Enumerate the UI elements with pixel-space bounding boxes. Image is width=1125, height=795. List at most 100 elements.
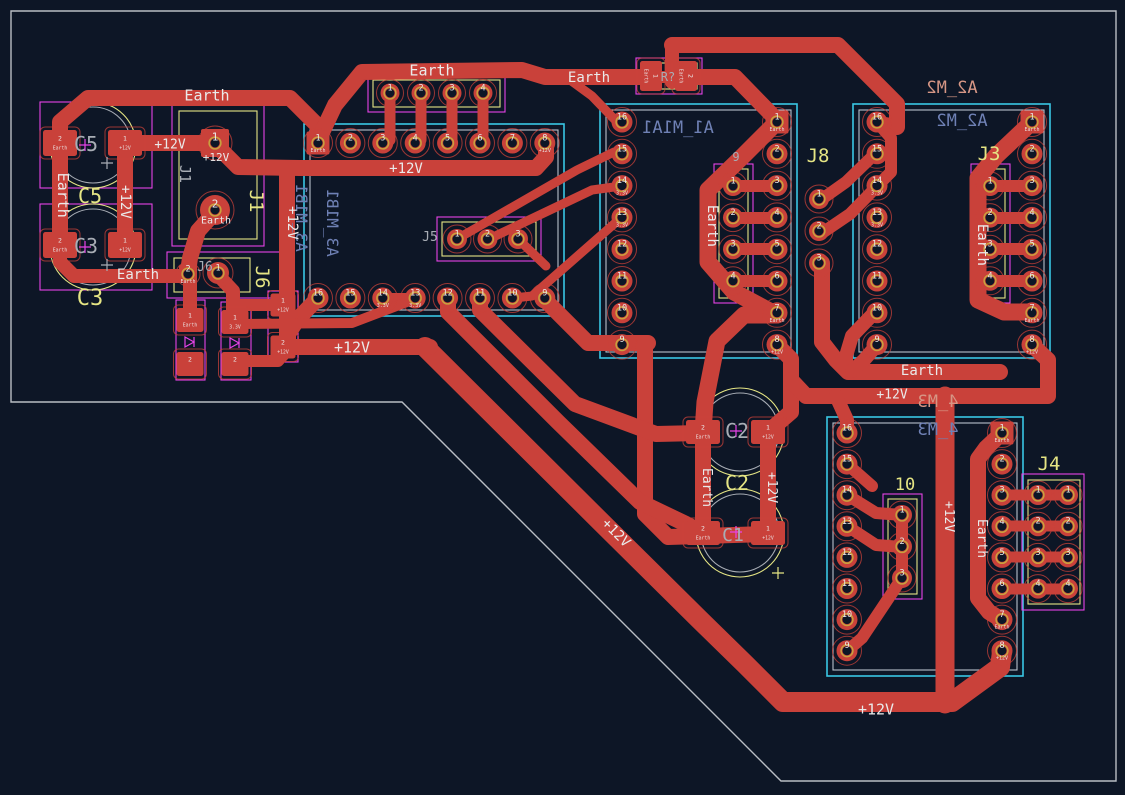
net-label[interactable]: +12V: [941, 501, 956, 532]
net-label[interactable]: Earth: [901, 363, 943, 379]
smd-pad[interactable]: [686, 521, 720, 545]
smd-pad[interactable]: [675, 61, 697, 91]
module-name-mirrored[interactable]: A2_M2: [926, 78, 977, 98]
pad-number: 2: [188, 356, 192, 364]
pad-drill-hole: [1033, 584, 1043, 594]
pad-plating-ring: [615, 115, 629, 129]
module-name-mirrored[interactable]: A1_M1A1: [642, 118, 714, 138]
net-label[interactable]: Earth: [184, 86, 229, 104]
component-ref-label[interactable]: C2: [725, 419, 749, 443]
pad-clearance: [376, 79, 404, 107]
net-label[interactable]: +12V: [764, 472, 779, 503]
pad-plating-ring: [870, 147, 884, 161]
smd-pad[interactable]: [43, 130, 77, 156]
net-label[interactable]: Earth: [699, 468, 714, 507]
smd-pad[interactable]: [686, 420, 720, 444]
module-name-mirrored[interactable]: A3_M1B1: [323, 189, 342, 256]
pad-plating-ring: [870, 306, 884, 320]
pad-number: 11: [617, 272, 627, 282]
pad-number: 1: [233, 314, 237, 322]
component-ref-label[interactable]: J1: [245, 190, 267, 213]
net-label[interactable]: +12V: [154, 138, 185, 153]
copper-trace[interactable]: [415, 337, 1012, 712]
copper-trace[interactable]: [969, 113, 1041, 321]
pad-number: 12: [842, 548, 852, 558]
smd-pad[interactable]: [176, 308, 204, 332]
component-ref-label[interactable]: J5: [422, 230, 438, 245]
net-label[interactable]: +12V: [858, 700, 894, 718]
component-ref-label[interactable]: C5: [78, 184, 102, 208]
smd-pad[interactable]: [221, 310, 249, 334]
net-label[interactable]: +12V: [203, 151, 230, 164]
copper-trace[interactable]: [814, 255, 1008, 380]
pad-plating-ring: [1031, 550, 1045, 565]
net-label[interactable]: Earth: [974, 519, 989, 558]
smd-pad[interactable]: [270, 293, 296, 317]
copper-trace[interactable]: [452, 147, 619, 244]
copper-trace[interactable]: [699, 113, 786, 324]
component-ref-label[interactable]: J3: [978, 143, 1001, 165]
copper-trace[interactable]: [694, 306, 786, 441]
smd-pad[interactable]: [751, 521, 785, 545]
component-ref-label[interactable]: J8: [807, 145, 830, 167]
component-ref-label[interactable]: J4: [1038, 453, 1061, 475]
component-ref-label[interactable]: J1: [176, 165, 194, 183]
component-ref-label[interactable]: J6: [251, 266, 273, 289]
net-label[interactable]: +12V: [117, 185, 133, 219]
copper-trace[interactable]: [970, 425, 1010, 628]
copper-trace[interactable]: [484, 182, 619, 244]
copper-trace[interactable]: [839, 303, 884, 377]
component-ref-label[interactable]: C3: [74, 234, 98, 258]
net-label[interactable]: Earth: [117, 267, 159, 283]
copper-trace[interactable]: [816, 146, 883, 205]
pad-clearance: [267, 332, 299, 362]
component-ref-label[interactable]: 9: [732, 150, 739, 164]
net-label[interactable]: Earth: [568, 70, 610, 86]
net-label[interactable]: Earth: [974, 224, 990, 266]
copper-trace[interactable]: [682, 69, 783, 126]
net-label[interactable]: Earth: [201, 216, 231, 227]
pad-clearance: [1023, 574, 1053, 604]
smd-pad[interactable]: [221, 352, 249, 376]
pad-plating-ring: [995, 644, 1009, 658]
module-name-mirrored[interactable]: 4_M3: [918, 392, 959, 412]
module-name-mirrored[interactable]: A3_M1B1: [292, 184, 311, 251]
smd-pad[interactable]: [176, 352, 204, 376]
pad-plating-ring: [1025, 115, 1039, 129]
pad-number: 2: [774, 144, 779, 154]
net-label[interactable]: +12V: [284, 206, 300, 240]
component-ref-label[interactable]: R?: [661, 70, 675, 84]
smd-pad[interactable]: [270, 335, 296, 359]
net-label[interactable]: Earth: [704, 205, 720, 247]
pad-clearance: [832, 418, 862, 448]
copper-trace[interactable]: [783, 372, 1056, 404]
component-ref-label[interactable]: C5: [74, 132, 98, 156]
pad-number: 2: [1029, 144, 1034, 154]
component-ref-label[interactable]: C3: [77, 286, 104, 311]
smd-pad[interactable]: [640, 61, 662, 91]
component-ref-label[interactable]: C1: [722, 525, 744, 546]
net-label[interactable]: Earth: [409, 61, 454, 79]
module-name-mirrored[interactable]: 4_M3: [918, 420, 959, 440]
copper-trace[interactable]: [561, 72, 622, 127]
pad-number: 15: [872, 144, 882, 154]
net-label[interactable]: +12V: [334, 338, 370, 356]
component-ref-label[interactable]: 10: [895, 475, 915, 495]
smd-pad[interactable]: [43, 232, 77, 258]
smd-pad[interactable]: [751, 420, 785, 444]
module-name-mirrored[interactable]: A2_M2: [936, 111, 987, 131]
component-courtyard: [826, 416, 1024, 677]
pad-number: 11: [872, 272, 882, 282]
component-ref-label[interactable]: J6: [197, 260, 213, 275]
smd-pad[interactable]: [108, 130, 142, 156]
origin-cross: [730, 526, 742, 538]
pad-clearance: [497, 128, 528, 158]
component-ref-label[interactable]: C2: [725, 471, 749, 495]
net-label[interactable]: +12V: [389, 161, 423, 177]
net-label[interactable]: +12V: [876, 388, 907, 403]
pad-number: 2: [281, 339, 285, 347]
smd-pad[interactable]: [108, 232, 142, 258]
net-label[interactable]: Earth: [54, 173, 72, 218]
pad-drill-hole: [1033, 521, 1043, 531]
